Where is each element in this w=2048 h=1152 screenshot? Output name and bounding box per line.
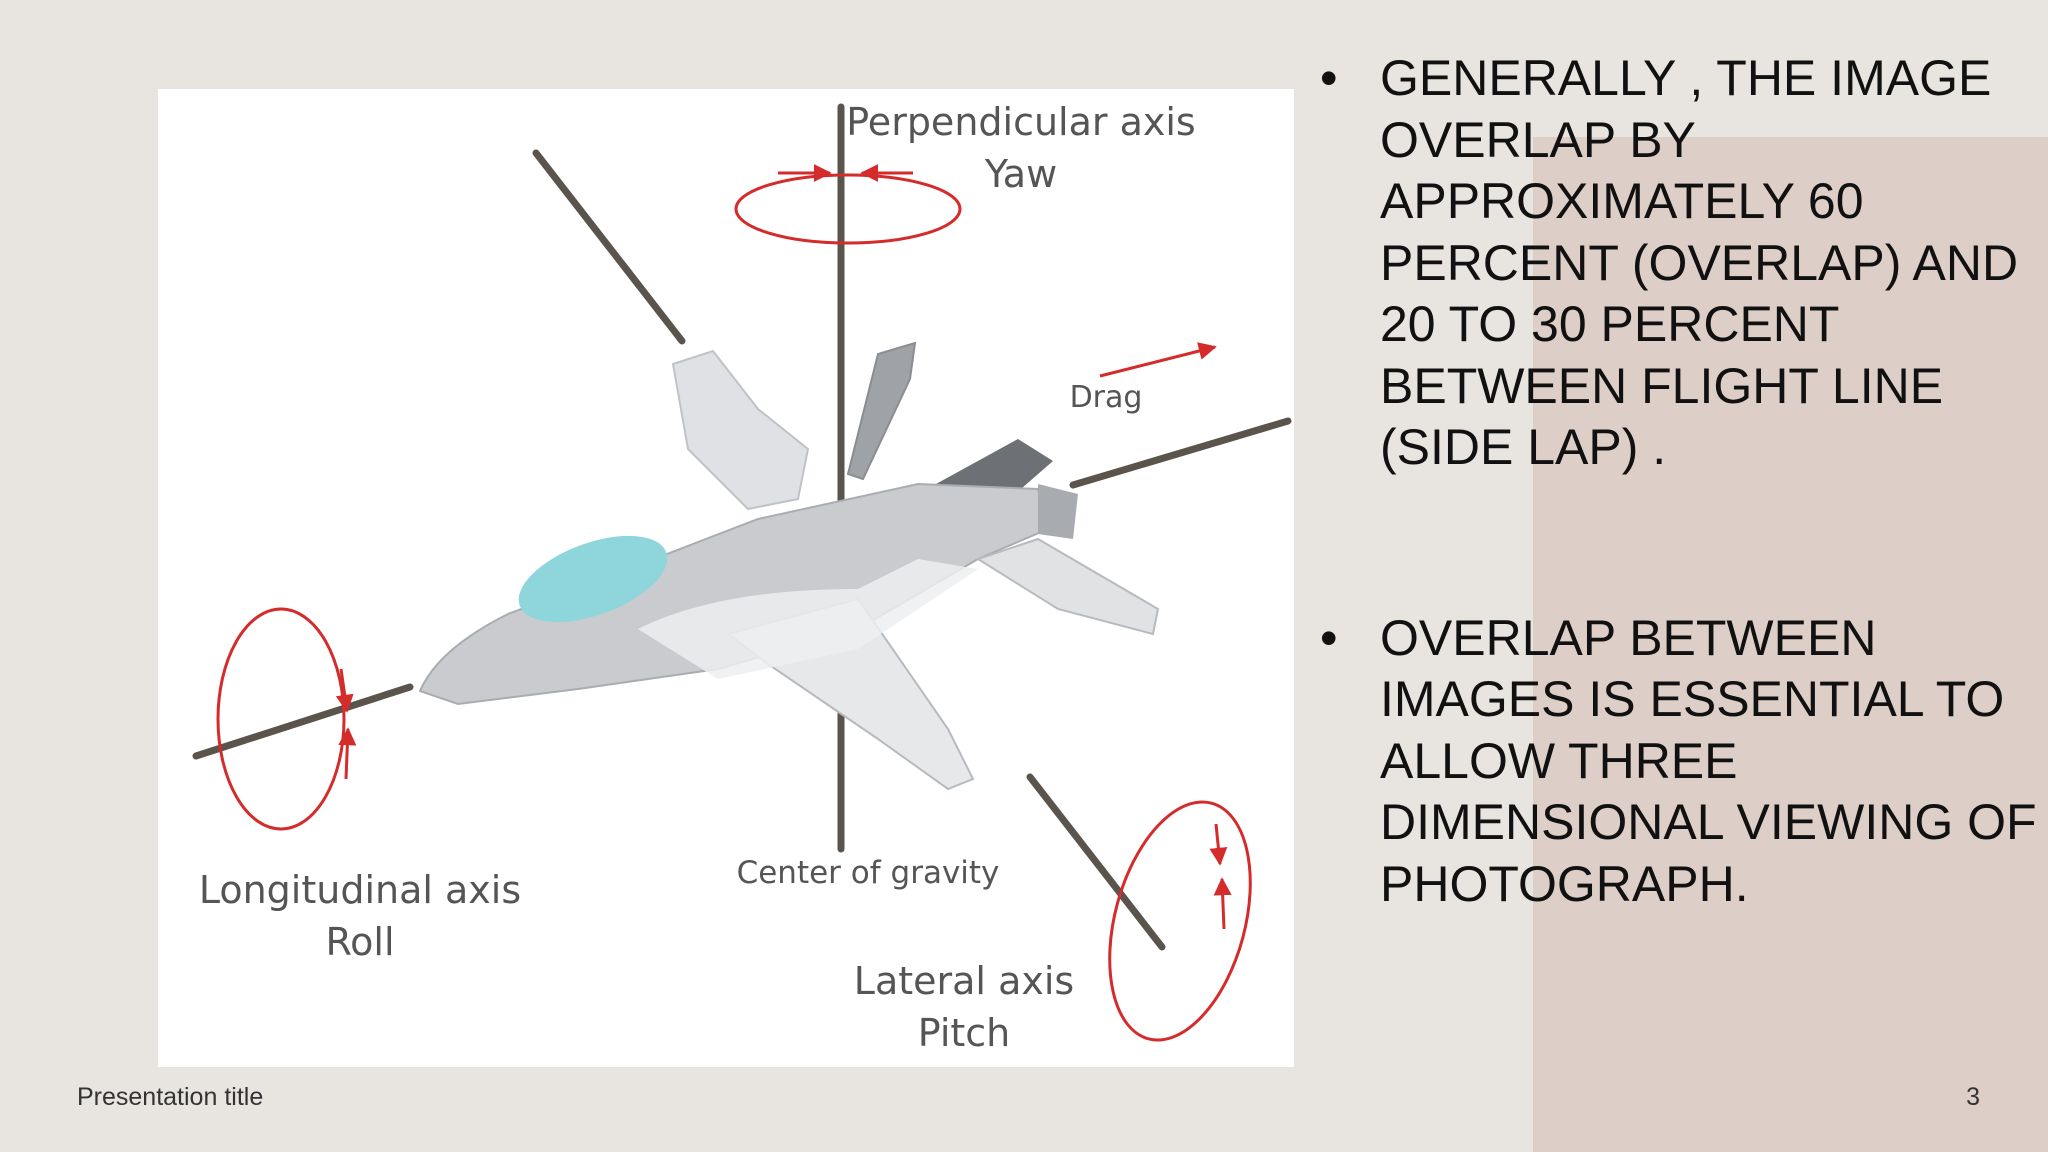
roll-arrow-down xyxy=(335,668,354,713)
lateral-axis-line-lower xyxy=(1026,773,1166,951)
jet-vertical-tail-left xyxy=(846,341,917,481)
bullet-item-overlap-percent: GENERALLY , THE IMAGE OVERLAP BY APPROXI… xyxy=(1320,48,2040,479)
lateral-axis-line-upper xyxy=(532,149,686,345)
bullet-item-overlap-essential: OVERLAP BETWEEN IMAGES IS ESSENTIAL TO A… xyxy=(1320,608,2040,916)
jet-canopy xyxy=(518,535,668,623)
footer-presentation-title: Presentation title xyxy=(77,1083,264,1111)
yaw-label: Yaw xyxy=(984,152,1057,196)
longitudinal-axis-line xyxy=(192,683,414,760)
bullet-list: GENERALLY , THE IMAGE OVERLAP BY APPROXI… xyxy=(1320,48,2040,915)
jet-upper-wing xyxy=(671,349,810,511)
roll-arrow-up xyxy=(338,727,357,780)
yaw-rotation-ellipse xyxy=(734,173,962,245)
jet-engine-nozzle xyxy=(1038,484,1078,539)
pitch-rotation-ellipse xyxy=(1108,800,1252,1042)
lateral-axis-label: Lateral axis xyxy=(854,959,1074,1003)
slide-page-number: 3 xyxy=(1966,1083,1980,1111)
pitch-arrow-up xyxy=(1213,877,1232,930)
axis-lines xyxy=(192,103,1292,951)
longitudinal-axis-label: Longitudinal axis xyxy=(199,868,521,912)
roll-label: Roll xyxy=(325,920,394,964)
drag-arrow xyxy=(1099,342,1217,378)
center-of-gravity-label: Center of gravity xyxy=(737,855,1000,891)
jet-horizontal-stabilizer xyxy=(975,537,1160,636)
drag-label: Drag xyxy=(1070,380,1143,415)
rotation-indicators xyxy=(216,164,1252,1042)
drag-axis-line xyxy=(1069,417,1292,489)
roll-rotation-ellipse xyxy=(216,607,346,831)
jet-wing-root-highlight xyxy=(638,559,978,679)
pitch-label: Pitch xyxy=(918,1011,1011,1055)
aircraft-axes-diagram: Perpendicular axis Yaw Drag Longitudinal… xyxy=(158,89,1294,1067)
perpendicular-axis-label: Perpendicular axis xyxy=(846,100,1195,144)
pitch-arrow-down xyxy=(1209,823,1228,866)
diagram-labels: Perpendicular axis Yaw Drag Longitudinal… xyxy=(199,100,1196,1055)
fighter-jet-illustration xyxy=(418,341,1160,791)
